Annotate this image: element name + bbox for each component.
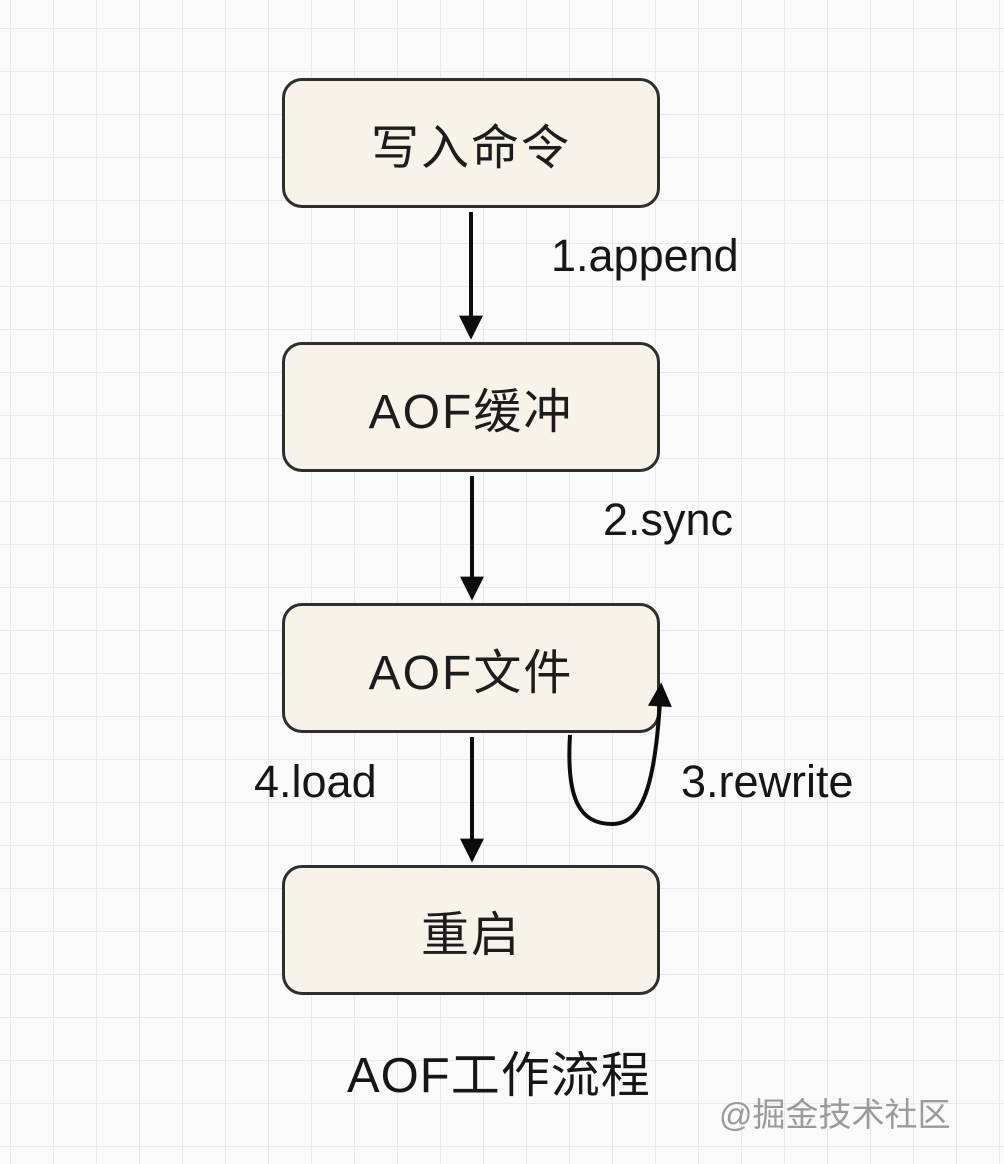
node-write-command: 写入命令 bbox=[282, 78, 660, 208]
node-aof-buffer-label: AOF缓冲 bbox=[368, 386, 574, 439]
diagram-title: AOF工作流程 bbox=[347, 1049, 651, 1103]
node-aof-buffer: AOF缓冲 bbox=[282, 342, 660, 472]
edge-label-append: 1.append bbox=[551, 230, 739, 281]
edge-label-load: 4.load bbox=[254, 756, 377, 807]
edge-label-sync: 2.sync bbox=[603, 494, 734, 545]
watermark-text: @掘金技术社区 bbox=[719, 1096, 951, 1133]
node-restart: 重启 bbox=[282, 865, 660, 995]
node-restart-label: 重启 bbox=[420, 909, 521, 962]
edge-label-rewrite: 3.rewrite bbox=[681, 756, 854, 807]
node-aof-file-label: AOF文件 bbox=[368, 647, 574, 700]
node-write-command-label: 写入命令 bbox=[370, 122, 571, 175]
node-aof-file: AOF文件 bbox=[282, 603, 660, 733]
